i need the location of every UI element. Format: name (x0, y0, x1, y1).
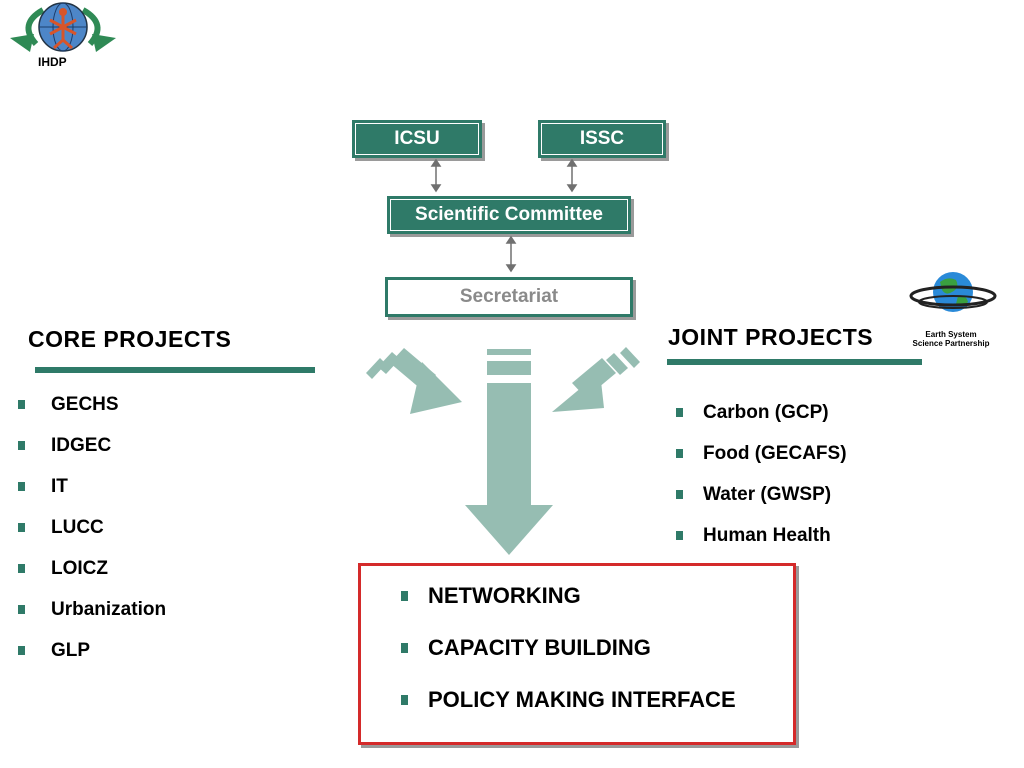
list-item: LOICZ (18, 548, 166, 589)
logo-figure-head (59, 8, 67, 16)
icsu-box: ICSU (352, 120, 482, 158)
list-item: GLP (18, 630, 166, 671)
ihdp-logo-label: IHDP (38, 55, 67, 69)
core-project-label: IDGEC (51, 434, 112, 456)
joint-projects-rule (667, 359, 922, 365)
outcomes-list: NETWORKING CAPACITY BUILDING POLICY MAKI… (401, 570, 736, 726)
list-item: LUCC (18, 507, 166, 548)
bullet-icon (18, 523, 25, 532)
list-item: Urbanization (18, 589, 166, 630)
bullet-icon (18, 482, 25, 491)
list-item: Human Health (676, 515, 847, 556)
outcomes-box: NETWORKING CAPACITY BUILDING POLICY MAKI… (358, 563, 796, 745)
outcome-label: CAPACITY BUILDING (428, 635, 651, 660)
list-item: IT (18, 466, 166, 507)
core-project-label: GECHS (51, 393, 119, 415)
connector-icsu-committee (430, 158, 442, 193)
list-item: IDGEC (18, 425, 166, 466)
logo-arc-left (25, 7, 45, 47)
bullet-icon (401, 643, 408, 653)
list-item: Water (GWSP) (676, 474, 847, 515)
core-project-label: LUCC (51, 516, 104, 538)
core-project-label: LOICZ (51, 557, 108, 579)
list-item: NETWORKING (401, 570, 736, 622)
bullet-icon (18, 441, 25, 450)
core-project-label: Urbanization (51, 598, 167, 620)
list-item: Food (GECAFS) (676, 433, 847, 474)
secretariat-box: Secretariat (385, 277, 633, 317)
esp-globe-land (940, 278, 968, 306)
list-item: CAPACITY BUILDING (401, 622, 736, 674)
issc-label: ISSC (579, 128, 625, 149)
bullet-icon (676, 531, 683, 540)
esp-orbit-ring-inner (918, 295, 988, 309)
core-projects-rule (35, 367, 315, 373)
right-diagonal-arrow (552, 347, 640, 412)
secretariat-label: Secretariat (459, 286, 559, 307)
icsu-label: ICSU (394, 128, 440, 149)
core-projects-list: GECHS IDGEC IT LUCC LOICZ Urbanization G… (18, 384, 166, 671)
bullet-icon (18, 605, 25, 614)
list-item: Carbon (GCP) (676, 392, 847, 433)
outcome-label: NETWORKING (428, 583, 581, 608)
scientific-committee-label: Scientific Committee (415, 204, 603, 225)
list-item: GECHS (18, 384, 166, 425)
joint-project-label: Carbon (GCP) (703, 401, 829, 423)
esp-logo-text: Earth System Science Partnership (906, 330, 996, 348)
list-item: POLICY MAKING INTERFACE (401, 674, 736, 726)
scientific-committee-box: Scientific Committee (387, 196, 631, 234)
ihdp-logo (10, 2, 116, 52)
logo-arrow-head-left (10, 34, 34, 52)
bullet-icon (676, 408, 683, 417)
logo-figure (49, 10, 77, 50)
bullet-icon (401, 591, 408, 601)
core-project-label: IT (51, 475, 68, 497)
joint-projects-list: Carbon (GCP) Food (GECAFS) Water (GWSP) … (676, 392, 847, 556)
joint-project-label: Human Health (703, 524, 831, 546)
left-diagonal-arrow (366, 348, 462, 414)
core-projects-heading: CORE PROJECTS (28, 326, 232, 352)
joint-project-label: Water (GWSP) (703, 483, 832, 505)
bullet-icon (676, 449, 683, 458)
center-down-arrow (465, 349, 553, 555)
connector-committee-secretariat (505, 235, 517, 273)
bullet-icon (676, 490, 683, 499)
joint-project-label: Food (GECAFS) (703, 442, 847, 464)
esp-globe-logo (909, 272, 997, 312)
bullet-icon (18, 564, 25, 573)
core-project-label: GLP (51, 639, 91, 661)
connector-issc-committee (566, 158, 578, 193)
bullet-icon (401, 695, 408, 705)
issc-box: ISSC (538, 120, 666, 158)
bullet-icon (18, 400, 25, 409)
esp-orbit-ring (909, 285, 997, 307)
logo-arc-right (81, 7, 101, 47)
outcome-label: POLICY MAKING INTERFACE (428, 687, 736, 712)
logo-arrow-head-right (92, 34, 116, 52)
joint-projects-heading: JOINT PROJECTS (668, 324, 874, 350)
esp-logo-line2: Science Partnership (912, 339, 990, 348)
esp-logo-line1: Earth System (925, 330, 977, 339)
bullet-icon (18, 646, 25, 655)
